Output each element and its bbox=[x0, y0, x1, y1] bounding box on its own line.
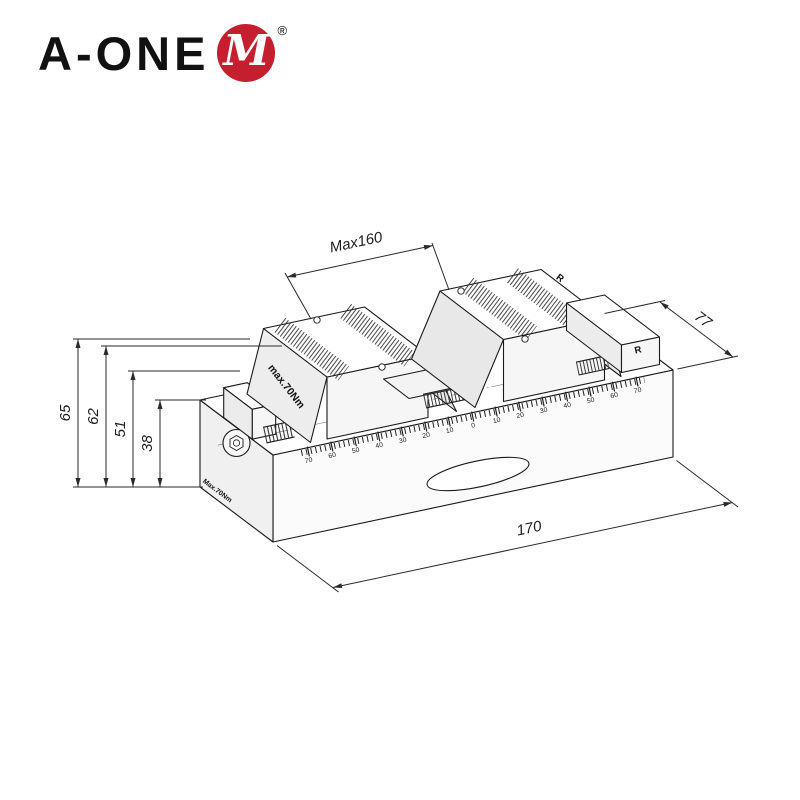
dim-height-62: 62 bbox=[85, 345, 282, 487]
arrowhead-icon bbox=[157, 400, 163, 409]
dim-max-opening: Max160 bbox=[284, 229, 450, 320]
left-jaw-serration-outer bbox=[274, 317, 350, 381]
dim-label-170: 170 bbox=[515, 518, 544, 540]
hex-socket-icon bbox=[229, 434, 244, 452]
dim-height-38: 38 bbox=[139, 399, 206, 487]
arrowhead-icon bbox=[75, 339, 81, 348]
ruler-number: 50 bbox=[586, 397, 595, 405]
thread-edge bbox=[578, 367, 610, 376]
extension-line bbox=[676, 460, 739, 508]
vise-body: max.70Nm bbox=[199, 268, 674, 543]
arrowhead-icon bbox=[660, 302, 669, 310]
right-jaw-serration-inner bbox=[462, 277, 537, 341]
dimension-line bbox=[332, 502, 733, 588]
jaw-marker-r2: R bbox=[634, 344, 643, 356]
extension-line bbox=[284, 272, 312, 320]
dim-length-170: 170 bbox=[276, 460, 739, 593]
ruler-number: 70 bbox=[633, 387, 642, 395]
ruler-minor-ticks bbox=[300, 377, 646, 456]
brand-m-badge: M bbox=[217, 24, 276, 82]
extension-line bbox=[276, 545, 339, 593]
base-ruler-scale: 70 60 50 40 30 20 10 0 10 20 30 40 50 60… bbox=[300, 375, 646, 465]
arrowhead-icon bbox=[103, 478, 109, 487]
left-jaw-screw-hole bbox=[313, 316, 321, 324]
thread-coil bbox=[423, 385, 469, 408]
dimension-line bbox=[659, 301, 734, 358]
right-end-block-front-face bbox=[620, 336, 661, 374]
ruler-number: 10 bbox=[445, 427, 454, 435]
ruler-number: 70 bbox=[304, 457, 313, 465]
hex-socket-center bbox=[232, 439, 241, 447]
arrowhead-icon bbox=[157, 478, 163, 487]
brand-logo: A-ONE M ® bbox=[38, 24, 287, 84]
right-end-block bbox=[565, 294, 661, 374]
arrowhead-icon bbox=[130, 371, 136, 380]
registered-trademark-icon: ® bbox=[277, 23, 288, 38]
ruler-major-ticks bbox=[300, 375, 646, 458]
ruler-number: 20 bbox=[422, 432, 431, 440]
arrowhead-icon bbox=[75, 478, 81, 487]
extension-line bbox=[677, 355, 739, 370]
handle-slot bbox=[426, 456, 530, 492]
ruler-number: 60 bbox=[610, 392, 619, 400]
dim-label-max-opening: Max160 bbox=[328, 229, 384, 257]
extension-line bbox=[431, 242, 450, 291]
arrowhead-icon bbox=[103, 346, 109, 355]
thread-edge bbox=[266, 436, 295, 444]
ruler-number: 40 bbox=[563, 402, 572, 410]
ruler-number: 40 bbox=[375, 442, 384, 450]
ruler-number: 30 bbox=[398, 437, 407, 445]
right-jaw-screw-hole bbox=[457, 287, 465, 295]
dim-height-65: 65 bbox=[57, 338, 250, 487]
arrowhead-icon bbox=[130, 478, 136, 487]
ruler-number: 50 bbox=[351, 447, 360, 455]
left-jaw-serration-inner bbox=[340, 303, 415, 367]
dimension-line bbox=[286, 245, 434, 278]
extension-line bbox=[604, 300, 666, 314]
brand-m-letter: M bbox=[223, 26, 270, 75]
dim-height-51: 51 bbox=[112, 370, 240, 487]
arrowhead-icon bbox=[423, 245, 433, 250]
ruler-number: 20 bbox=[516, 412, 525, 420]
right-jaw-serration-outer bbox=[507, 268, 582, 331]
left-boss-left-face bbox=[223, 387, 253, 440]
dim-label-62: 62 bbox=[85, 408, 102, 425]
ruler-number: 0 bbox=[471, 422, 476, 430]
arrowhead-icon bbox=[287, 272, 297, 278]
arrowhead-icon bbox=[333, 583, 343, 588]
dim-label-51: 51 bbox=[112, 421, 129, 438]
ruler-number: 30 bbox=[539, 407, 548, 415]
dim-label-38: 38 bbox=[139, 435, 156, 452]
right-jaw-screw-hole bbox=[521, 335, 529, 343]
dim-label-65: 65 bbox=[57, 404, 74, 421]
brand-name: A-ONE bbox=[38, 27, 210, 80]
ruler-number: 10 bbox=[492, 417, 501, 425]
arrowhead-icon bbox=[724, 349, 733, 357]
arrowhead-icon bbox=[723, 502, 733, 507]
ruler-number: 60 bbox=[328, 452, 337, 460]
left-jaw-screw-hole bbox=[378, 363, 386, 371]
